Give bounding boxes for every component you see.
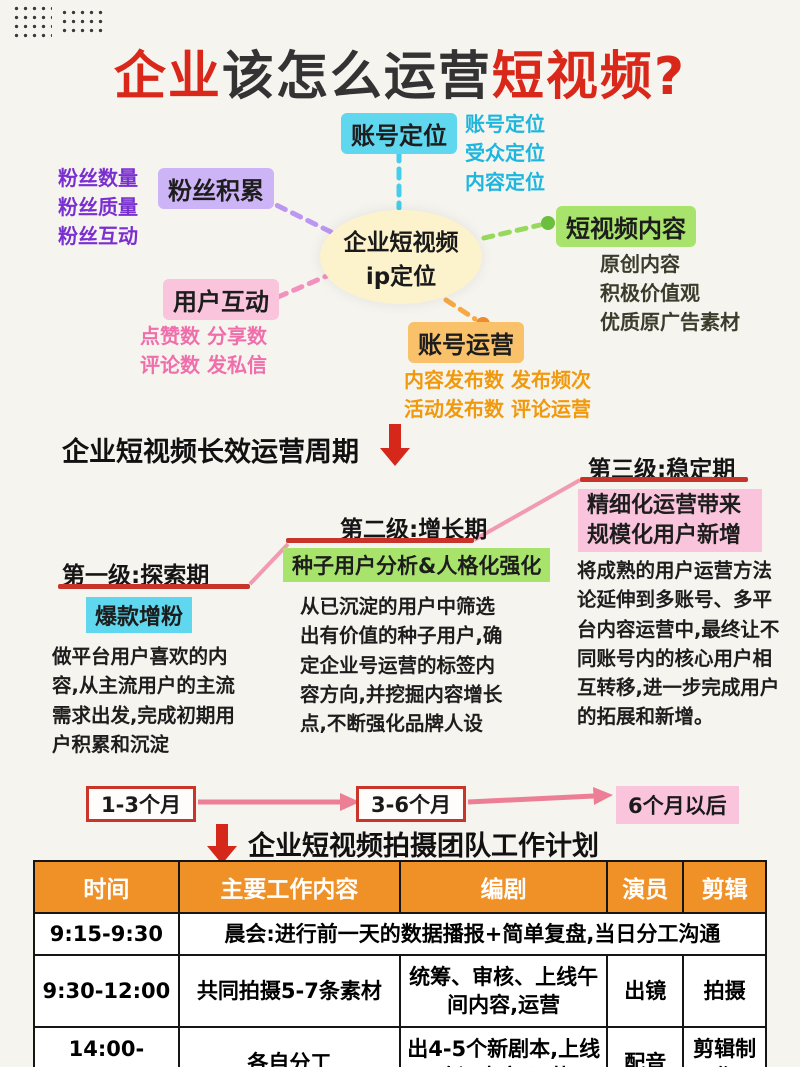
cell-time: 9:30-12:00 — [33, 954, 180, 1029]
list-fan-accumulation: 粉丝数量 粉丝质量 粉丝互动 — [58, 164, 138, 251]
node-account-operation: 账号运营 — [408, 322, 524, 363]
work-plan-table: 时间 主要工作内容 编剧 演员 剪辑 9:15-9:30 晨会:进行前一天的数据… — [33, 860, 768, 1067]
stage1-underline — [58, 584, 250, 589]
table-header-row: 时间 主要工作内容 编剧 演员 剪辑 — [33, 860, 767, 914]
cell-morning-meeting: 晨会:进行前一天的数据播报+简单复盘,当日分工沟通 — [177, 911, 768, 957]
col-header-actor: 演员 — [606, 860, 685, 914]
plan-heading: 企业短视频拍摄团队工作计划 — [248, 831, 599, 862]
stage1-highlight: 爆款增粉 — [86, 597, 193, 633]
list-item: 粉丝数量 — [58, 166, 138, 190]
list-item: 账号定位 — [465, 112, 545, 136]
cell-work: 各自分工 — [177, 1026, 401, 1067]
cell-time: 14:00-18:00 — [33, 1026, 180, 1067]
table-row: 9:15-9:30 晨会:进行前一天的数据播报+简单复盘,当日分工沟通 — [33, 911, 768, 957]
col-header-time: 时间 — [33, 860, 180, 914]
cell-script: 统筹、审核、上线午间内容,运营 — [398, 954, 609, 1029]
list-item: 积极价值观 — [600, 281, 700, 305]
stage1-body: 做平台用户喜欢的内容,从主流用户的主流需求出发,完成初期用户积累和沉淀 — [52, 645, 235, 756]
node-account-position: 账号定位 — [341, 113, 457, 154]
table-row: 14:00-18:00 各自分工 出4-5个新剧本,上线晚间内容,运营 配音 剪… — [33, 1026, 767, 1067]
node-user-interaction: 用户互动 — [163, 279, 279, 320]
list-item: 内容发布数 发布频次 — [404, 368, 591, 392]
cell-work: 共同拍摄5-7条素材 — [177, 954, 401, 1029]
timeline-label-3: 6个月以后 — [616, 786, 739, 824]
list-item: 活动发布数 评论运营 — [404, 397, 591, 421]
col-header-work: 主要工作内容 — [177, 860, 401, 914]
cell-script: 出4-5个新剧本,上线晚间内容,运营 — [398, 1026, 609, 1067]
col-header-script: 编剧 — [398, 860, 609, 914]
list-video-content: 原创内容 积极价值观 优质原广告素材 — [600, 250, 740, 337]
list-item: 内容定位 — [465, 170, 545, 194]
node-fan-accumulation: 粉丝积累 — [158, 168, 274, 209]
node-video-content: 短视频内容 — [556, 206, 696, 247]
stage3-body: 将成熟的用户运营方法论延伸到多账号、多平台内容运营中,最终让不同账号内的核心用户… — [577, 559, 780, 729]
list-item: 受众定位 — [465, 141, 545, 165]
stage2-highlight: 种子用户分析&人格化强化 — [283, 548, 551, 582]
col-header-edit: 剪辑 — [682, 860, 767, 914]
stage2-underline — [286, 538, 474, 543]
stage3-underline — [580, 477, 748, 482]
decor-dot-grid — [60, 8, 104, 36]
list-account-position: 账号定位 受众定位 内容定位 — [465, 110, 545, 197]
decor-dot-grid — [12, 4, 52, 40]
cell-time: 9:15-9:30 — [33, 911, 180, 957]
list-account-operation: 内容发布数 发布频次 活动发布数 评论运营 — [404, 366, 591, 424]
list-user-interaction: 点赞数 分享数 评论数 发私信 — [140, 322, 267, 380]
list-item: 原创内容 — [600, 252, 680, 276]
list-item: 评论数 发私信 — [140, 353, 267, 377]
table-row: 9:30-12:00 共同拍摄5-7条素材 统筹、审核、上线午间内容,运营 出镜… — [33, 954, 767, 1029]
title-part-dark: 该怎么运营 — [221, 47, 492, 107]
list-item: 优质原广告素材 — [600, 310, 740, 334]
cell-actor: 配音 — [606, 1026, 685, 1067]
title-part-red2: 短视频? — [491, 47, 687, 107]
center-line-2: ip定位 — [365, 264, 437, 290]
stage3-highlight: 精细化运营带来规模化用户新增 — [578, 489, 762, 553]
timeline-box-1: 1-3个月 — [86, 786, 196, 822]
list-item: 粉丝质量 — [58, 195, 138, 219]
list-item: 粉丝互动 — [58, 224, 138, 248]
timeline-box-2: 3-6个月 — [356, 786, 466, 822]
cell-edit: 拍摄 — [682, 954, 767, 1029]
cycle-heading: 企业短视频长效运营周期 — [62, 437, 359, 468]
stage2-body: 从已沉淀的用户中筛选出有价值的种子用户,确定企业号运营的标签内容方向,并挖掘内容… — [300, 595, 503, 735]
cell-edit: 剪辑制作 — [682, 1026, 767, 1067]
page-title: 企业该怎么运营短视频? — [0, 34, 800, 109]
list-item: 点赞数 分享数 — [140, 324, 267, 348]
cell-actor: 出镜 — [606, 954, 685, 1029]
center-line-1: 企业短视频 — [343, 230, 459, 256]
title-part-red: 企业 — [113, 47, 222, 107]
mindmap-center-node: 企业短视频 ip定位 — [320, 210, 482, 304]
